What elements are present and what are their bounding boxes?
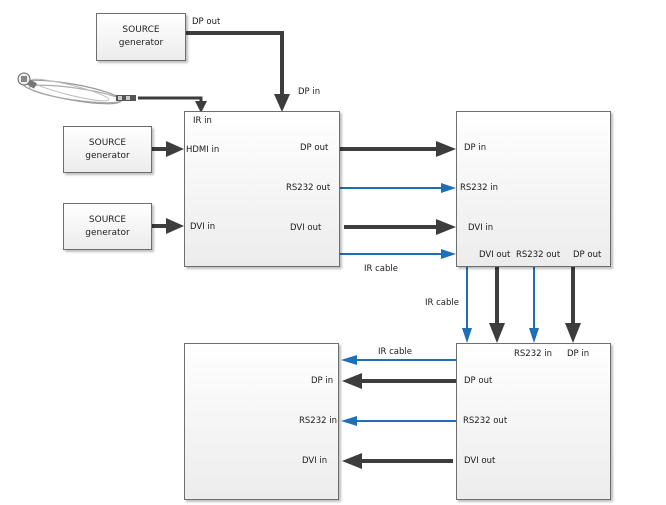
src1-dp-out-label: DP out (192, 17, 221, 27)
box-a-dp-out-label: DP out (300, 143, 329, 153)
box-a-rs232-out-label: RS232 out (286, 183, 331, 193)
b-d-dvi-arrow (489, 323, 505, 343)
device-box-c (184, 343, 339, 500)
box-a-dp-in-label: DP in (298, 87, 321, 97)
b-d-dp-arrow (565, 323, 581, 343)
ir-sensor-cable-icon (17, 72, 136, 105)
a-b-rs232-arrow (441, 183, 456, 193)
b-d-ir-arrow (462, 328, 472, 343)
box-d-rs232-in-label: RS232 in (514, 349, 552, 359)
source-line1: SOURCE (122, 25, 160, 35)
device-box-d (456, 343, 611, 500)
source-line2: generator (85, 227, 130, 238)
box-a-hdmi-in-label: HDMI in (186, 145, 220, 155)
ir-cable-bd-label: IR cable (425, 298, 459, 308)
box-c-dp-in-label: DP in (311, 376, 334, 386)
source-line1: SOURCE (88, 214, 127, 225)
box-c-dvi-in-label: DVI in (302, 456, 328, 466)
b-d-rs232-arrow (529, 328, 539, 343)
source-line2: generator (118, 38, 164, 48)
box-b-rs232-out-label: RS232 out (516, 250, 561, 260)
ir-in-connector-line (138, 96, 203, 104)
src1-dp-line (186, 31, 284, 96)
box-a-dvi-out-label: DVI out (290, 223, 322, 233)
ir-in-arrow (195, 101, 207, 113)
a-b-dp-arrow (436, 141, 456, 157)
box-b-dp-out-label: DP out (573, 250, 602, 260)
box-d-dp-out-label: DP out (464, 376, 493, 386)
box-b-dp-in-label: DP in (464, 143, 487, 153)
source-line2: generator (85, 150, 130, 161)
device-box-b (456, 111, 611, 267)
box-d-dvi-out-label: DVI out (464, 456, 496, 466)
a-b-dvi-arrow (436, 219, 456, 235)
box-c-rs232-in-label: RS232 in (299, 416, 337, 426)
box-d-rs232-out-label: RS232 out (463, 416, 508, 426)
source-generator-3: SOURCE generator (63, 203, 152, 250)
box-b-rs232-in-label: RS232 in (460, 183, 498, 193)
box-b-dvi-in-label: DVI in (468, 223, 494, 233)
d-c-ir-arrow (341, 355, 357, 365)
source-generator-1: SOURCE generator (96, 13, 186, 61)
d-c-dp-arrow (342, 373, 362, 389)
src3-dvi-arrow (166, 218, 184, 234)
src1-dp-arrow (274, 94, 290, 112)
src2-hdmi-arrow (166, 141, 184, 157)
d-c-dvi-arrow (342, 453, 362, 469)
ir-cable-dc-label: IR cable (378, 347, 412, 357)
source-generator-2: SOURCE generator (63, 126, 152, 173)
box-d-dp-in-label: DP in (567, 349, 590, 359)
device-box-a (184, 111, 340, 267)
source-line1: SOURCE (88, 137, 127, 148)
box-b-dvi-out-label: DVI out (479, 250, 511, 260)
ir-cable-ab-label: IR cable (364, 264, 398, 274)
d-c-rs232-arrow (341, 416, 357, 426)
box-a-ir-in-label: IR in (193, 116, 212, 126)
box-a-dvi-in-label: DVI in (190, 222, 216, 232)
a-b-ir-arrow (441, 249, 456, 259)
